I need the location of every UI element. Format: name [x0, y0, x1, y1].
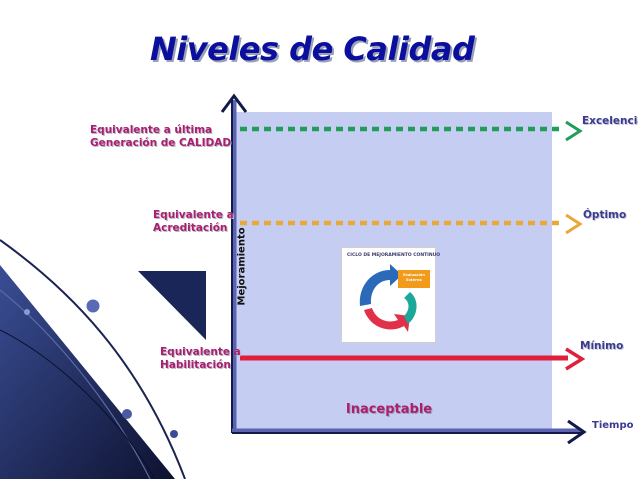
excelencia-description-line1: Equivalente a última [90, 124, 213, 136]
minimo-description: Equivalente a Habilitación [160, 346, 241, 372]
level-minimo: Mínimo [580, 340, 624, 352]
x-axis-label: Tiempo [592, 420, 634, 431]
excelencia-description: Equivalente a última Generación de CALID… [90, 124, 231, 150]
y-axis-arrow [220, 93, 248, 113]
excelencia-arrow [565, 120, 583, 142]
cycle-box-label: Evaluación Externa [398, 270, 430, 288]
x-axis-arrow [567, 419, 587, 445]
cycle-title: CICLO DE MEJORAMIENTO CONTINUO [347, 253, 441, 258]
minimo-description-line2: Habilitación [160, 359, 231, 371]
slide-title: Niveles de Calidad [150, 30, 475, 68]
minimo-arrow [565, 347, 586, 371]
optimo-description-line1: Equivalente a [153, 209, 234, 221]
level-excelencia: Excelencia [582, 115, 638, 127]
inaceptable-label: Inaceptable [345, 402, 433, 417]
minimo-description-line1: Equivalente a [160, 346, 241, 358]
excelencia-description-line2: Generación de CALIDAD [90, 137, 232, 149]
optimo-description-line2: Acreditación [153, 222, 228, 234]
level-optimo: Óptimo [583, 209, 627, 221]
cycle-arrows-icon [359, 264, 417, 332]
background-decoration [0, 239, 206, 479]
y-axis-label: Mejoramiento [236, 227, 248, 306]
optimo-description: Equivalente a Acreditación [153, 209, 234, 235]
improvement-cycle-image: CICLO DE MEJORAMIENTO CONTINUO Evaluació… [341, 247, 441, 343]
optimo-arrow [565, 213, 583, 235]
